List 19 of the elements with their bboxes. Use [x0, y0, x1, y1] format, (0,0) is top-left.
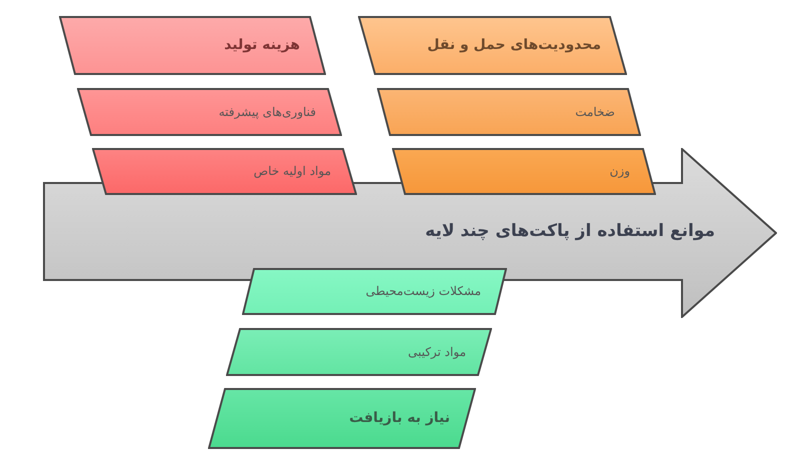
- parallelogram-box: [377, 88, 641, 136]
- category-heading: هزینه تولید: [224, 36, 300, 54]
- category-heading: نیاز به بازیافت: [349, 410, 450, 428]
- cause-label: فناوری‌های پیشرفته: [218, 104, 316, 120]
- parallelogram-box: [92, 148, 357, 195]
- cause-label: مواد اولیه خاص: [254, 164, 331, 179]
- parallelogram-box: [358, 16, 627, 75]
- cause-label: مشکلات زیست‌محیطی: [366, 284, 481, 299]
- parallelogram-box: [77, 88, 342, 136]
- parallelogram-box: [226, 328, 492, 376]
- cause-label: ضخامت: [575, 104, 615, 120]
- cause-label: مواد ترکیبی: [408, 344, 466, 360]
- cause-label: وزن: [610, 164, 630, 179]
- parallelogram-box: [392, 148, 656, 195]
- arrow-title: موانع استفاده از پاکت‌های چند لایه: [425, 220, 715, 242]
- category-heading: محدودیت‌های حمل و نقل: [427, 36, 601, 54]
- parallelogram-box: [208, 388, 476, 449]
- parallelogram-box: [242, 268, 507, 315]
- parallelogram-box: [59, 16, 326, 75]
